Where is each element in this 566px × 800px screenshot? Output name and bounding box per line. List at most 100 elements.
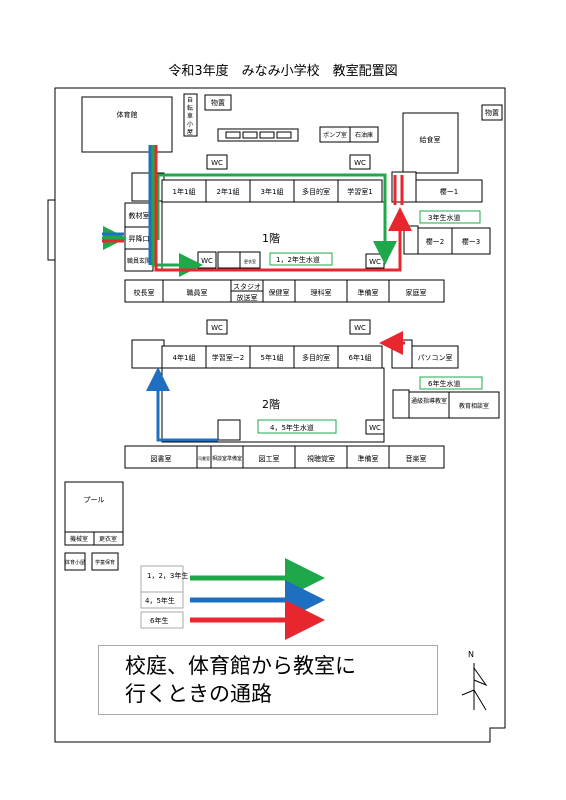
water-3-label: 3年生水道 [428, 213, 460, 222]
compass-icon: N [461, 650, 488, 711]
nurse-room-label: 保健室 [269, 288, 290, 297]
locker-room-label: 更衣室 [244, 258, 256, 264]
page-title: 令和3年度 みなみ小学校 教室配置図 [168, 64, 398, 79]
afterschool-room [91, 552, 119, 571]
pc-room-label: パソコン室 [418, 353, 453, 362]
room-3-1-label: 3年1組 [261, 187, 284, 196]
changing-room-label: 更衣室 [99, 535, 117, 543]
library-label: 図書室 [151, 454, 172, 463]
route-green-2 [156, 173, 397, 265]
wc-2f-b-label: WC [354, 324, 366, 332]
room-multi-2f-label: 多目的室 [302, 353, 330, 362]
sakura-3-label: 櫻ー3 [462, 237, 480, 246]
machine-room-label: 機械室 [70, 535, 88, 543]
av-room-label: 視聴覚室 [307, 454, 335, 463]
entrance-ramp-label: 昇降口 [129, 234, 150, 243]
music-room [388, 445, 445, 469]
route-green-1 [151, 145, 203, 277]
pump-room-label: ポンプ室 [323, 131, 347, 139]
materials-room [124, 202, 154, 228]
room-1-1-label: 1年1組 [173, 187, 196, 196]
studio-label: スタジオ [233, 282, 261, 291]
room-2-1-label: 2年1組 [217, 187, 240, 196]
pc-room [411, 345, 459, 369]
room-6-1-label: 6年1組 [349, 353, 372, 362]
compass-label: N [468, 650, 474, 659]
wc-1f-a [206, 154, 228, 170]
kerosene-room-label: 石油庫 [355, 131, 373, 139]
wc-1f-d-label: WC [369, 258, 381, 266]
legend: 1，2，3年生 4，5年生 6年生 [140, 558, 325, 640]
kitchen [402, 112, 459, 174]
wc-2f-b [349, 319, 371, 335]
wc-1f-a-label: WC [211, 159, 223, 167]
route-red-1 [154, 145, 412, 272]
legend-label-1: 1，2，3年生 [147, 571, 188, 580]
caption-line-1: 校庭、体育館から教室に [125, 654, 356, 678]
guidance-room-label: 通級指導教室 [411, 397, 447, 405]
pool-label: プール [84, 496, 105, 504]
caption-line-2: 行くときの通路 [125, 682, 272, 706]
sakura-1 [415, 179, 483, 203]
locker-room [239, 251, 261, 269]
counseling-room-label: 教育相談室 [459, 402, 489, 410]
sakura-2 [417, 227, 453, 255]
room-multi-1f-label: 多目的室 [302, 187, 330, 196]
gym [81, 96, 173, 153]
water-12-label: 1，2年生水道 [276, 255, 320, 264]
legend-label-3: 6年生 [150, 616, 168, 625]
room-study2-label: 学習室ー2 [212, 353, 244, 362]
consult-prep-room-label: 相談室準備室 [212, 455, 242, 462]
legend-label-2: 4，5年生 [145, 596, 175, 605]
prep-room-2f-label: 準備室 [358, 454, 379, 463]
librarian-room-label: 司書室 [198, 455, 210, 461]
wc-2f-c-label: WC [369, 424, 381, 432]
room-5-1-label: 5年1組 [261, 353, 284, 362]
water-6-label: 6年生水道 [428, 379, 460, 388]
art-room-label: 図工室 [259, 454, 280, 463]
prep-room-1f-label: 準備室 [358, 288, 379, 297]
floor-2-label: 2階 [262, 397, 280, 411]
wc-2f-a-label: WC [211, 324, 223, 332]
guidance-room [408, 391, 450, 419]
materials-room-label: 教材室 [129, 211, 150, 220]
route-blue-2 [146, 367, 218, 442]
counseling-room [448, 391, 500, 419]
storage-1 [204, 94, 232, 111]
pe-shed-label: 体育小屋 [65, 559, 85, 566]
pe-shed [64, 552, 86, 571]
bike-shed [183, 93, 198, 137]
kerosene-room [349, 126, 379, 143]
storage-1-label: 物置 [211, 98, 225, 107]
corridor-2f [161, 367, 385, 443]
home-ec-room-label: 家庭室 [406, 288, 427, 297]
pool [64, 481, 124, 533]
afterschool-room-label: 学童保育 [95, 559, 115, 566]
science-room-label: 理科室 [311, 288, 332, 297]
water-45-label: 4，5年生水道 [270, 423, 314, 432]
floor-1-label: 1階 [262, 231, 280, 245]
caption-box: 校庭、体育館から教室に 行くときの通路 [98, 645, 438, 715]
staff-room-label: 職員室 [187, 288, 208, 297]
sakura-2-label: 櫻ー2 [426, 237, 444, 246]
room-study1-label: 学習室1 [347, 187, 372, 196]
route-red-2 [393, 175, 404, 205]
music-room-label: 音楽室 [406, 454, 427, 463]
wc-1f-b-label: WC [354, 159, 366, 167]
staff-entrance-label: 職員玄関 [127, 257, 151, 265]
site-boundary [47, 87, 506, 743]
home-ec-room [388, 279, 445, 303]
wc-2f-a [206, 319, 228, 335]
sakura-1-label: 櫻ー1 [440, 187, 458, 196]
principal-office-label: 校長室 [134, 288, 155, 297]
sakura-3 [451, 227, 491, 255]
storage-2-label: 物置 [485, 108, 499, 117]
changing-room [93, 531, 124, 546]
broadcast-room-label: 放送室 [237, 293, 258, 302]
room-4-1-label: 4年1組 [173, 353, 196, 362]
wc-1f-c-label: WC [201, 257, 213, 265]
wc-1f-b [349, 154, 371, 170]
bike-shed-label: 自転車小屋 [187, 96, 193, 136]
storage-2 [481, 104, 503, 121]
